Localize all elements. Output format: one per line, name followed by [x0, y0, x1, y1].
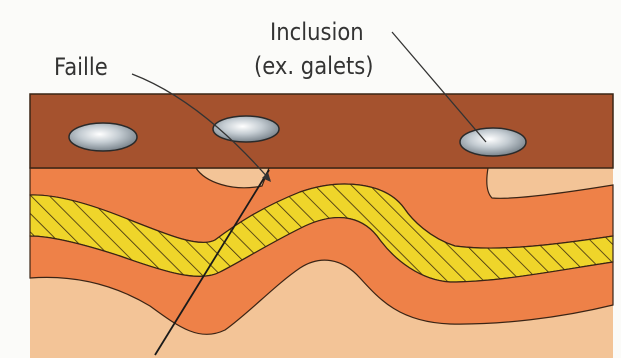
label-inclusion: Inclusion [270, 18, 364, 46]
pebble-inclusion-1 [69, 123, 137, 151]
label-faille: Faille [54, 53, 108, 81]
label-inclusion-example: (ex. galets) [254, 52, 374, 80]
pebble-inclusion-2 [213, 116, 279, 142]
pebble-inclusion-3 [460, 128, 526, 156]
